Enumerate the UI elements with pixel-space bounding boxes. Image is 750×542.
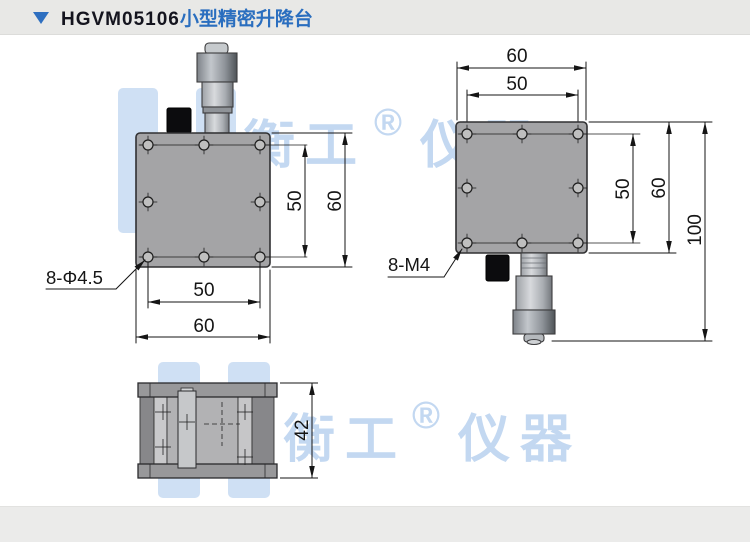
dim-bottom-hole-span-vertical: 50 bbox=[613, 178, 634, 199]
micrometer-head bbox=[512, 252, 556, 346]
dim-bottom-width: 60 bbox=[506, 46, 527, 67]
footer-bar bbox=[0, 506, 750, 542]
dim-bottom-hole-span-horizontal: 50 bbox=[506, 74, 527, 95]
section-header-bar: HGVM05106小型精密升降台 bbox=[0, 0, 750, 35]
bottom-hole-callout: 8-M4 bbox=[388, 254, 430, 275]
lock-knob bbox=[485, 254, 510, 282]
lock-knob bbox=[166, 107, 192, 134]
micrometer-head bbox=[196, 42, 238, 134]
section-marker-icon bbox=[33, 12, 49, 24]
side-view: 42 bbox=[137, 382, 318, 479]
dim-front-width: 60 bbox=[193, 316, 214, 337]
dim-bottom-height: 60 bbox=[649, 177, 670, 198]
product-model: HGVM05106 bbox=[61, 8, 180, 30]
page-title[interactable]: HGVM05106小型精密升降台 bbox=[61, 4, 313, 31]
front-hole-callout: 8-Φ4.5 bbox=[46, 267, 103, 288]
platform-plate bbox=[135, 132, 271, 268]
dim-front-hole-span-vertical: 50 bbox=[285, 190, 306, 211]
dim-total-height: 100 bbox=[685, 214, 706, 246]
base-plate bbox=[455, 121, 588, 254]
bottom-plate-edge bbox=[137, 463, 278, 479]
registered-mark-icon: ® bbox=[374, 102, 402, 144]
watermark-text-bottom: 衡工 ® 仪器 bbox=[283, 395, 582, 469]
front-view: 50 60 50 60 8-Φ4.5 bbox=[45, 42, 353, 344]
dim-front-hole-span-horizontal: 50 bbox=[193, 280, 214, 301]
registered-mark-icon: ® bbox=[412, 395, 440, 437]
watermark-brand: 衡工 bbox=[283, 411, 407, 469]
dim-side-height: 42 bbox=[292, 419, 313, 440]
bottom-view: 60 50 bbox=[387, 46, 713, 346]
product-name: 小型精密升降台 bbox=[179, 8, 313, 30]
watermark-suffix: 仪器 bbox=[457, 411, 582, 469]
dim-front-height: 60 bbox=[325, 190, 346, 211]
top-plate-edge bbox=[137, 382, 278, 398]
